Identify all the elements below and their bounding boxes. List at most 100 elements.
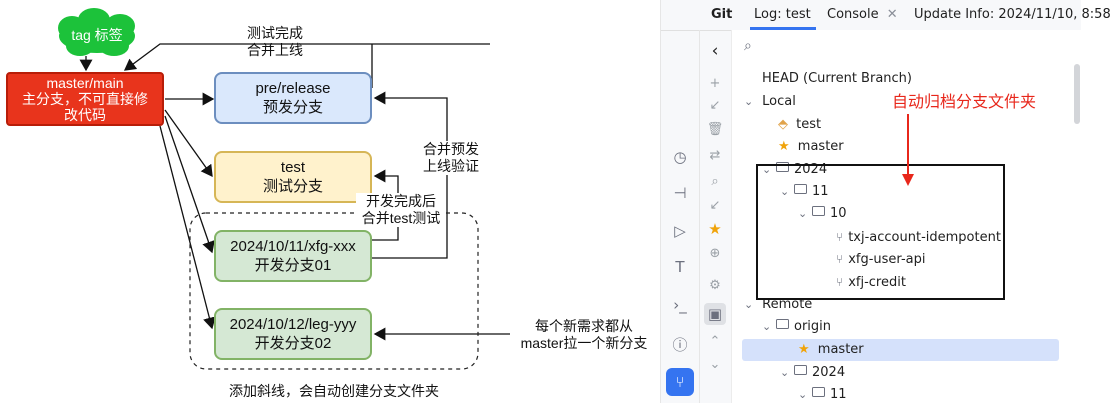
compare-icon[interactable]: ⇄ bbox=[709, 147, 721, 163]
feature1-node-line2: 开发分支01 bbox=[254, 257, 332, 274]
master-node: master/main 主分支，不可直接修 改代码 bbox=[6, 72, 164, 126]
label-merge-pre-line1: 合并预发 bbox=[423, 141, 479, 157]
feature2-node-line2: 开发分支02 bbox=[254, 335, 332, 352]
label-slash-folder: 添加斜线，会自动创建分支文件夹 bbox=[229, 383, 439, 399]
prerelease-node-line1: pre/release bbox=[255, 80, 331, 97]
chevron-down-icon[interactable]: ⌄ bbox=[762, 163, 772, 176]
label-test-done: 测试完成 合并上线 bbox=[232, 25, 318, 59]
selected-row-highlight bbox=[742, 339, 1059, 361]
chevron-down-icon[interactable]: ⌄ bbox=[798, 388, 808, 401]
add-icon[interactable]: + bbox=[709, 75, 721, 91]
label-dev-done: 开发完成后 合并test测试 bbox=[356, 193, 446, 227]
test-node: test 测试分支 bbox=[214, 151, 372, 203]
tree-branch-b-label: xfg-user-api bbox=[848, 252, 926, 267]
tree-remote-master-label: master bbox=[817, 342, 864, 357]
star-icon[interactable]: ★ bbox=[708, 220, 722, 238]
terminal-icon[interactable]: ›_ bbox=[673, 296, 687, 314]
tree-local-label: Local bbox=[762, 94, 796, 109]
star-icon: ★ bbox=[778, 139, 790, 154]
search-icon-small[interactable]: ⌕ bbox=[711, 173, 719, 189]
log-toolbar: ‹ + ↙ 🗑 ⇄ ⌕ ↙ ★ ⊕ ⚙ ▣ ⌃ ⌄ bbox=[699, 30, 732, 403]
prerelease-node-line2: 预发分支 bbox=[262, 99, 323, 116]
folder-icon bbox=[812, 387, 825, 397]
build-icon[interactable]: T bbox=[675, 258, 685, 276]
label-test-done-line1: 测试完成 bbox=[247, 25, 303, 41]
settings-icon[interactable]: ⚙ bbox=[709, 277, 721, 293]
annotation-text: 自动归档分支文件夹 bbox=[892, 92, 1037, 111]
annotation-arrow bbox=[902, 114, 914, 186]
branch-icon: ⑂ bbox=[836, 252, 844, 266]
chevron-down-icon[interactable]: ⌄ bbox=[780, 185, 790, 198]
branch-icon: ⑂ bbox=[836, 275, 844, 289]
chevron-down-icon[interactable]: ⌄ bbox=[744, 95, 754, 108]
history-icon[interactable]: ◷ bbox=[673, 148, 687, 166]
branch-tree: ⌕ HEAD (Current Branch) ⌄ Local ⬘ test ★… bbox=[732, 30, 1081, 403]
label-dev-done-line2: 合并test测试 bbox=[361, 210, 441, 226]
tab-update-info[interactable]: Update Info: 2024/11/10, 8:58 bbox=[914, 7, 1111, 22]
feature2-node: 2024/10/12/leg-yyy 开发分支02 bbox=[214, 308, 372, 360]
tree-local[interactable]: ⌄ Local bbox=[744, 91, 796, 113]
run-icon[interactable]: ▷ bbox=[674, 222, 686, 240]
tree-folder-10[interactable]: ⌄ 10 bbox=[798, 203, 847, 225]
git-icon[interactable]: ⑂ bbox=[666, 368, 694, 396]
tree-remote-2024[interactable]: ⌄ 2024 bbox=[780, 362, 845, 384]
diagram-connectors bbox=[58, 8, 510, 370]
arrow-icon[interactable]: ↙ bbox=[709, 197, 721, 213]
label-test-done-line2: 合并上线 bbox=[247, 42, 303, 58]
test-node-line1: test bbox=[280, 159, 306, 176]
feature1-node: 2024/10/11/xfg-xxx 开发分支01 bbox=[214, 230, 372, 282]
ide-git-panel: Git Log: test Console ✕ Update Info: 202… bbox=[660, 0, 1111, 403]
tab-console[interactable]: Console ✕ bbox=[827, 7, 898, 22]
search-icon[interactable]: ⌕ bbox=[744, 38, 752, 54]
commit-icon[interactable]: ⊣ bbox=[673, 184, 687, 202]
label-new-requirement-line2: master拉一个新分支 bbox=[520, 335, 648, 351]
tree-branch-c-label: xfj-credit bbox=[848, 275, 906, 290]
tree-folder-11-label: 11 bbox=[812, 184, 829, 199]
tree-remote-2024-label: 2024 bbox=[812, 365, 846, 380]
chevron-down-icon[interactable]: ⌄ bbox=[798, 207, 808, 220]
label-dev-done-line1: 开发完成后 bbox=[366, 193, 436, 209]
tree-origin[interactable]: ⌄origin bbox=[762, 316, 831, 338]
tool-window-tabs: Git Log: test Console ✕ Update Info: 202… bbox=[661, 0, 1111, 31]
folder-icon bbox=[776, 319, 789, 329]
tree-branch-b[interactable]: ⑂ xfg-user-api bbox=[836, 248, 925, 270]
label-new-requirement: 每个新需求都从 master拉一个新分支 bbox=[510, 318, 658, 352]
prerelease-node: pre/release 预发分支 bbox=[214, 72, 372, 124]
close-icon[interactable]: ✕ bbox=[886, 7, 898, 22]
chevron-down-icon[interactable]: ⌄ bbox=[762, 320, 772, 333]
problems-icon[interactable]: ⓘ bbox=[672, 335, 688, 354]
chevron-left-icon[interactable]: ‹ bbox=[711, 41, 719, 61]
trash-icon[interactable]: 🗑 bbox=[706, 121, 724, 137]
tree-remote-11[interactable]: ⌄ 11 bbox=[798, 384, 847, 406]
tree-folder-11[interactable]: ⌄ 11 bbox=[780, 181, 829, 203]
tree-remote-master[interactable]: ★ master bbox=[798, 339, 864, 361]
folder-group-icon[interactable]: ▣ bbox=[704, 303, 726, 325]
feature2-node-line1: 2024/10/12/leg-yyy bbox=[229, 316, 357, 333]
chevron-down-icon[interactable]: ⌄ bbox=[744, 298, 754, 311]
label-new-requirement-line1: 每个新需求都从 bbox=[535, 318, 633, 334]
tree-folder-10-label: 10 bbox=[830, 206, 847, 221]
target-icon[interactable]: ⊕ bbox=[709, 245, 721, 261]
label-merge-pre: 合并预发 上线验证 bbox=[419, 141, 483, 175]
expand-icon[interactable]: ⌃ bbox=[709, 333, 721, 349]
collapse-icon[interactable]: ⌄ bbox=[709, 356, 721, 372]
tab-git[interactable]: Git bbox=[711, 7, 733, 22]
chevron-down-icon[interactable]: ⌄ bbox=[780, 366, 790, 379]
tab-log-test-underline bbox=[750, 27, 816, 30]
tree-remote-11-label: 11 bbox=[830, 387, 847, 402]
tree-test[interactable]: ⬘ test bbox=[778, 114, 821, 136]
tree-remote[interactable]: ⌄ Remote bbox=[744, 294, 812, 316]
feature1-node-line1: 2024/10/11/xfg-xxx bbox=[230, 238, 356, 255]
tool-rail: ◷ ⊣ ▷ T ›_ ⓘ ⑂ bbox=[661, 30, 700, 403]
tree-branch-a[interactable]: ⑂txj-account-idempotent bbox=[836, 226, 1001, 248]
arrow-down-left-icon[interactable]: ↙ bbox=[709, 97, 721, 113]
tag-label: tag 标签 bbox=[71, 27, 123, 43]
tag-cloud-shape bbox=[58, 8, 135, 56]
tree-branch-c[interactable]: ⑂ xfj-credit bbox=[836, 271, 906, 293]
scrollbar[interactable] bbox=[1074, 64, 1080, 124]
tab-console-label: Console bbox=[827, 7, 879, 22]
tree-master[interactable]: ★ master bbox=[778, 136, 844, 158]
tab-log-test[interactable]: Log: test bbox=[754, 7, 811, 22]
tree-head[interactable]: HEAD (Current Branch) bbox=[762, 68, 912, 90]
test-node-line2: 测试分支 bbox=[262, 178, 323, 195]
